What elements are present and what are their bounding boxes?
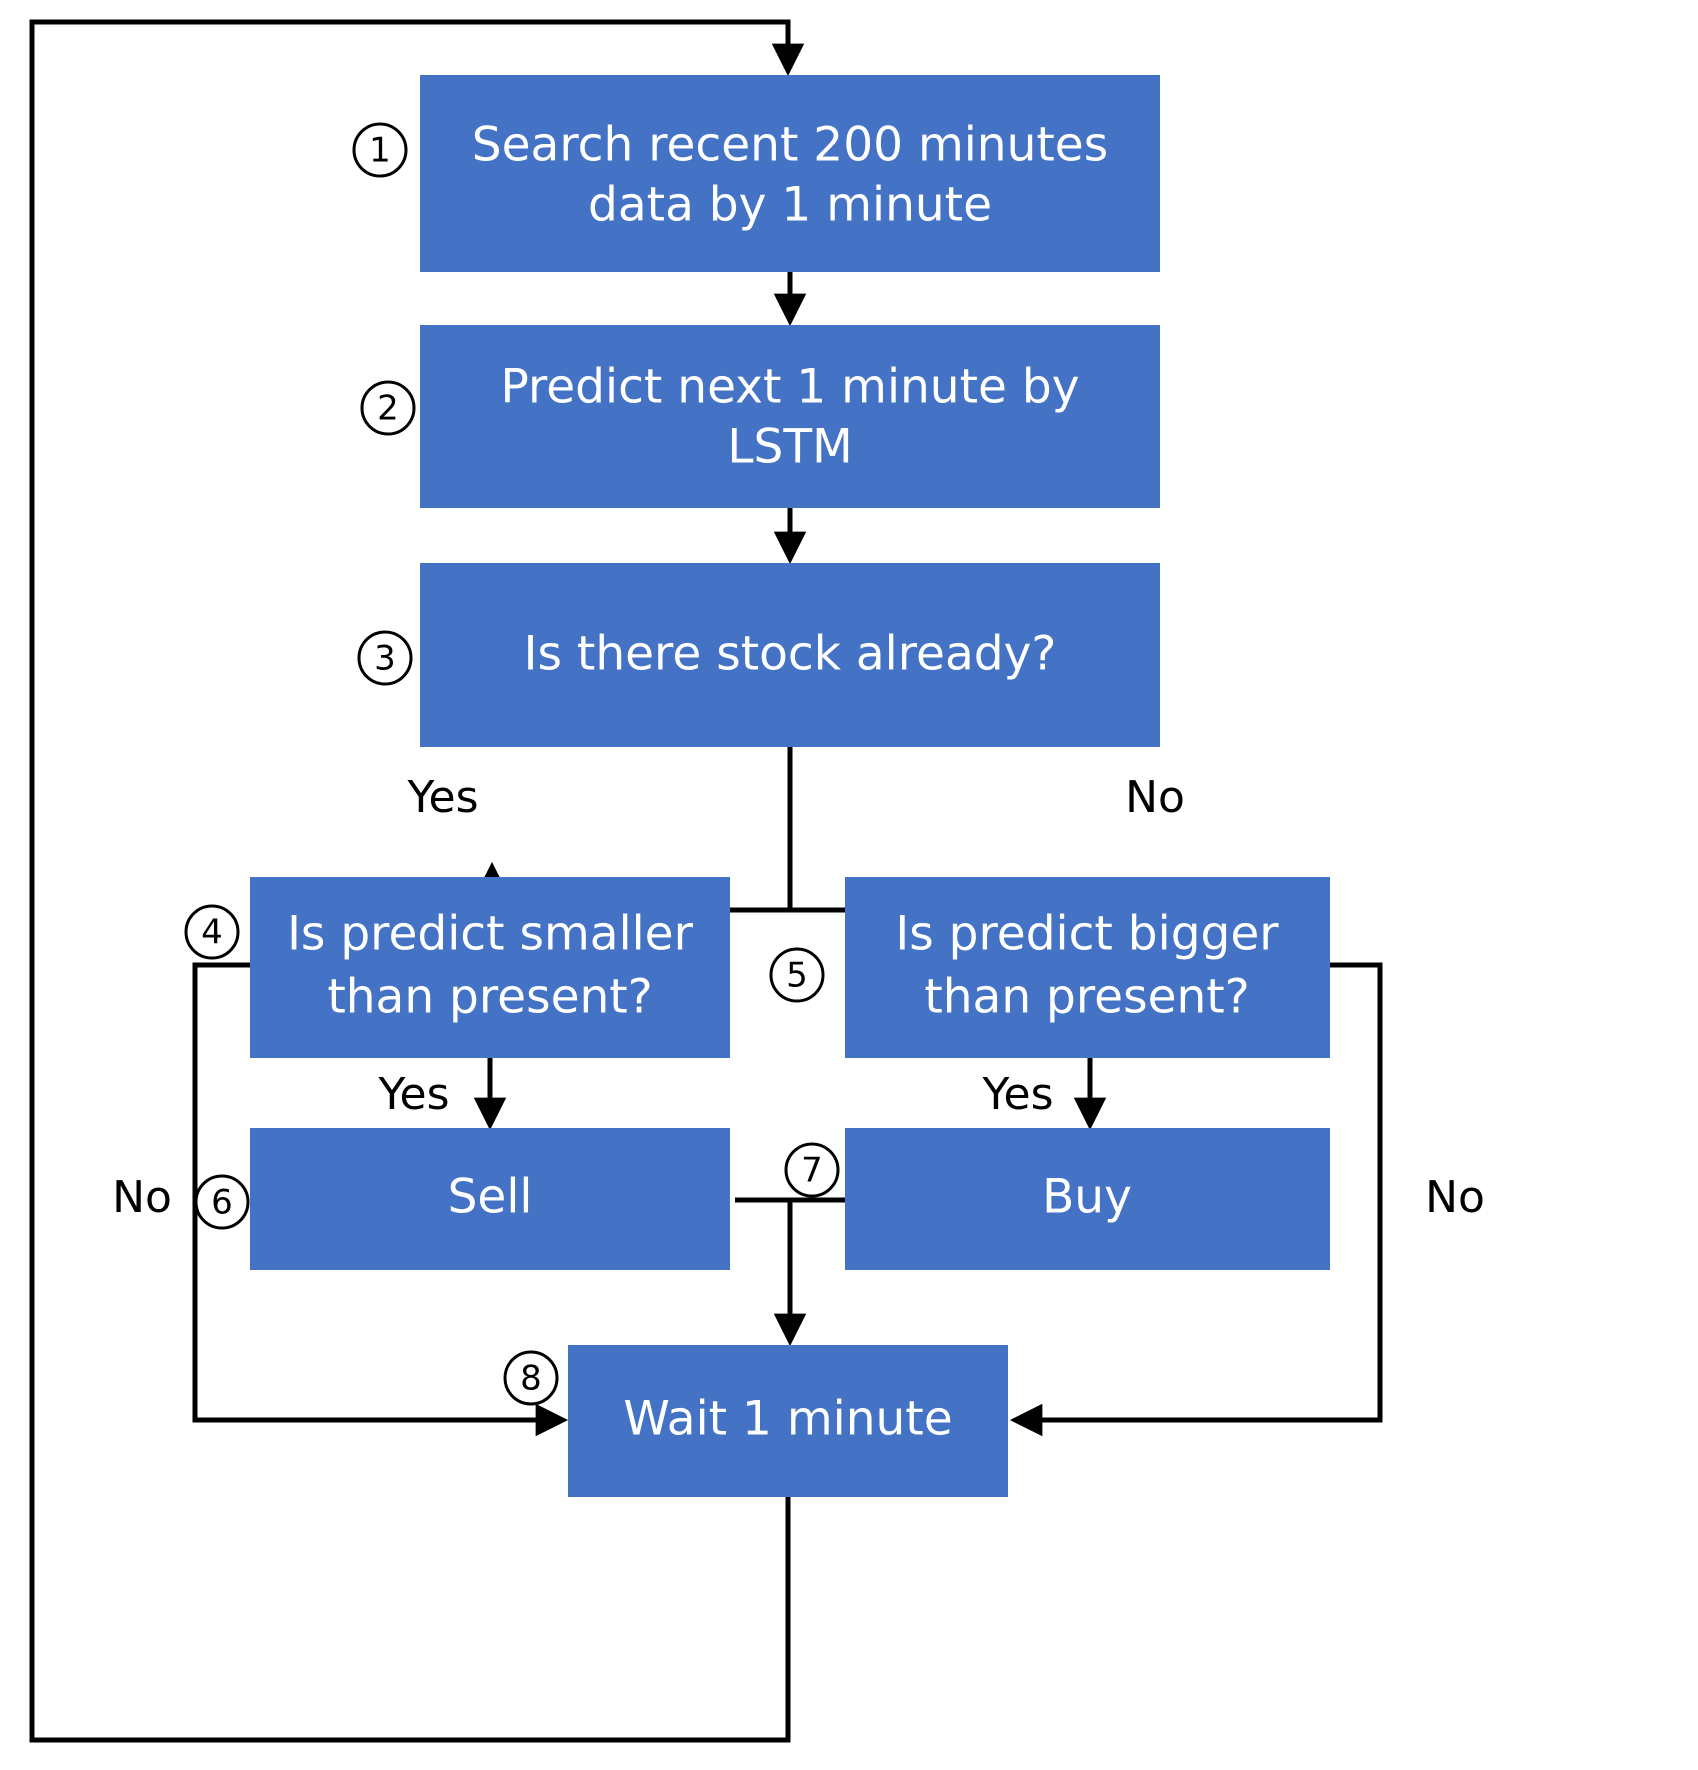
- step-marker-3-number: 3: [374, 639, 396, 679]
- node-wait[interactable]: Wait 1 minute: [568, 1345, 1008, 1497]
- node-predict-bigger-label-line2: than present?: [924, 970, 1249, 1025]
- node-buy[interactable]: Buy: [845, 1128, 1330, 1270]
- node-search-data-label-line2: data by 1 minute: [588, 178, 992, 233]
- node-predict-smaller-label-line1: Is predict smaller: [287, 907, 694, 962]
- step-marker-1-number: 1: [369, 131, 391, 171]
- edge-smaller-no-to-wait: [192, 962, 569, 1437]
- step-marker-6-circle: [194, 1174, 250, 1230]
- step-marker-8-circle: [503, 1350, 559, 1406]
- node-has-stock-decision[interactable]: Is there stock already?: [420, 563, 1160, 747]
- step-marker-5-number: 5: [786, 956, 808, 996]
- node-predict-lstm-rect[interactable]: [420, 325, 1160, 508]
- node-predict-bigger-decision-rect[interactable]: [845, 877, 1330, 1058]
- step-marker-6: 6: [194, 1174, 250, 1230]
- edge-label-smaller-no: No: [112, 1172, 172, 1223]
- node-wait-label: Wait 1 minute: [623, 1392, 952, 1447]
- node-sell-rect[interactable]: [250, 1128, 730, 1270]
- step-marker-4-number: 4: [201, 913, 223, 953]
- step-marker-8-number: 8: [520, 1359, 542, 1399]
- edge-sellbuy-merge-to-wait: [735, 1197, 845, 1347]
- edge-loop-wait-to-search: [29, 19, 805, 1743]
- node-has-stock-decision-label: Is there stock already?: [524, 627, 1057, 682]
- node-search-data[interactable]: Search recent 200 minutes data by 1 minu…: [420, 75, 1160, 272]
- step-marker-7-circle: [784, 1142, 840, 1198]
- step-marker-3-circle: [357, 630, 413, 686]
- edge-label-smaller-yes: Yes: [377, 1069, 449, 1120]
- step-marker-3: 3: [357, 630, 413, 686]
- node-sell[interactable]: Sell: [250, 1128, 730, 1270]
- step-marker-8: 8: [503, 1350, 559, 1406]
- node-sell-label: Sell: [448, 1170, 533, 1225]
- node-buy-rect[interactable]: [845, 1128, 1330, 1270]
- node-predict-lstm-label-line2: LSTM: [727, 420, 852, 475]
- step-marker-7-number: 7: [801, 1151, 823, 1191]
- step-marker-5: 5: [769, 947, 825, 1003]
- step-marker-7: 7: [784, 1142, 840, 1198]
- edge-bigger-no-to-wait: [1009, 962, 1383, 1437]
- node-predict-smaller-label-line2: than present?: [327, 970, 652, 1025]
- step-marker-1-circle: [352, 122, 408, 178]
- step-marker-4: 4: [184, 904, 240, 960]
- edge-label-bigger-yes: Yes: [981, 1069, 1053, 1120]
- step-marker-2-number: 2: [377, 389, 399, 429]
- node-predict-lstm[interactable]: Predict next 1 minute by LSTM: [420, 325, 1160, 508]
- node-buy-label: Buy: [1042, 1170, 1132, 1225]
- node-search-data-rect[interactable]: [420, 75, 1160, 272]
- step-marker-1: 1: [352, 122, 408, 178]
- node-predict-smaller-decision[interactable]: Is predict smaller than present?: [250, 877, 730, 1058]
- step-marker-5-circle: [769, 947, 825, 1003]
- edge-label-bigger-no: No: [1425, 1172, 1485, 1223]
- step-marker-2: 2: [360, 380, 416, 436]
- node-has-stock-decision-rect[interactable]: [420, 563, 1160, 747]
- node-search-data-label-line1: Search recent 200 minutes: [472, 118, 1108, 173]
- step-marker-2-circle: [360, 380, 416, 436]
- step-marker-6-number: 6: [211, 1183, 233, 1223]
- node-wait-rect[interactable]: [568, 1345, 1008, 1497]
- step-marker-4-circle: [184, 904, 240, 960]
- node-predict-bigger-decision[interactable]: Is predict bigger than present?: [845, 877, 1330, 1058]
- node-predict-lstm-label-line1: Predict next 1 minute by: [500, 360, 1079, 415]
- edge-label-hasstock-no: No: [1125, 772, 1185, 823]
- node-predict-smaller-decision-rect[interactable]: [250, 877, 730, 1058]
- edge-label-hasstock-yes: Yes: [406, 772, 478, 823]
- node-predict-bigger-label-line1: Is predict bigger: [895, 907, 1279, 962]
